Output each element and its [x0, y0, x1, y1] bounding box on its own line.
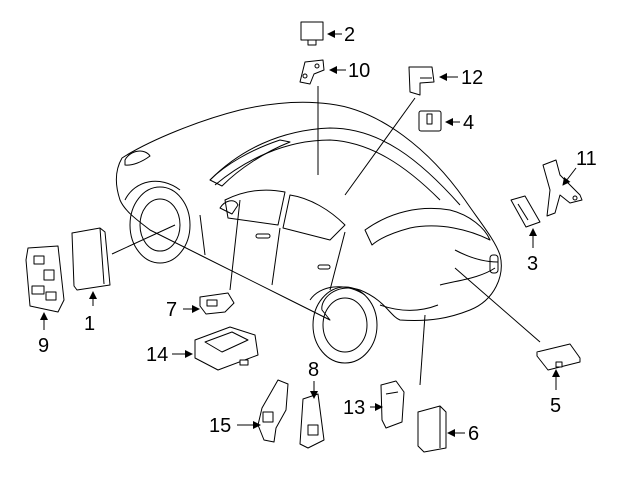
part-5-icon — [536, 343, 581, 371]
part-10-icon — [299, 59, 325, 85]
part-1-icon — [71, 227, 111, 291]
part-9-icon — [25, 245, 65, 313]
leader-lines — [111, 86, 541, 386]
part-13-icon — [380, 380, 405, 429]
callout-14: 14 — [146, 344, 168, 366]
part-15-icon — [257, 379, 289, 443]
callout-6: 6 — [468, 423, 479, 445]
vehicle-outline-icon — [116, 101, 502, 364]
part-7-icon — [199, 292, 235, 315]
part-11-icon — [542, 159, 583, 217]
callout-9: 9 — [38, 335, 49, 357]
callout-1: 1 — [84, 313, 95, 335]
part-6-icon — [417, 405, 447, 453]
callout-13: 13 — [343, 397, 365, 419]
callout-4: 4 — [463, 112, 474, 134]
callout-11: 11 — [576, 148, 597, 170]
part-8-icon — [299, 393, 325, 449]
callout-arrows — [40, 30, 577, 437]
callout-3: 3 — [527, 253, 538, 275]
part-4-icon — [418, 110, 442, 132]
part-2-icon — [300, 21, 324, 46]
callout-5: 5 — [550, 395, 561, 417]
callout-12: 12 — [461, 67, 483, 89]
callout-15: 15 — [209, 415, 231, 437]
part-12-icon — [408, 66, 435, 96]
part-3-icon — [510, 195, 541, 228]
callout-labels: 1 2 3 4 5 6 7 8 9 10 11 12 13 14 15 — [38, 24, 597, 445]
callout-7: 7 — [166, 299, 177, 321]
part-14-icon — [194, 326, 259, 371]
callout-2: 2 — [344, 24, 355, 46]
callout-10: 10 — [348, 60, 370, 82]
callout-8: 8 — [308, 359, 319, 381]
